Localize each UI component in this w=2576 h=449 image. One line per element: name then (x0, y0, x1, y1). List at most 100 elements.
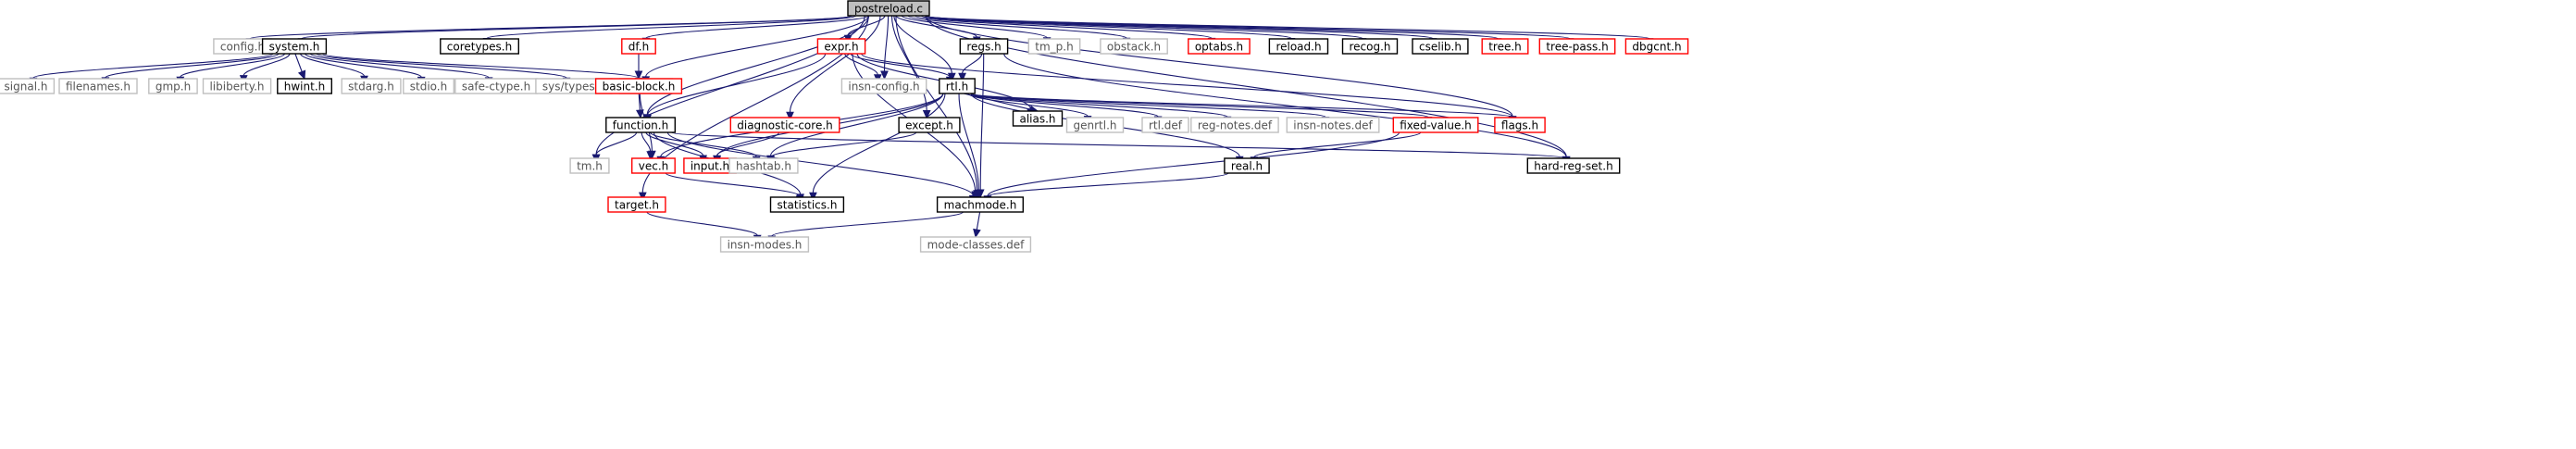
node-box (594, 78, 683, 94)
node-box (1624, 38, 1689, 55)
node-vec[interactable]: vec.h (631, 157, 676, 174)
edge-line (665, 172, 801, 197)
edge-line (670, 131, 1567, 159)
edge-line (645, 131, 704, 156)
node-basicblock[interactable]: basic-block.h (594, 78, 683, 94)
node-box (1538, 38, 1616, 55)
node-input[interactable]: input.h (683, 157, 737, 174)
node-libiberty: libiberty.h (202, 78, 272, 94)
node-label: signal.h (5, 81, 48, 94)
node-hashtab: hashtab.h (728, 157, 799, 174)
node-box (1190, 117, 1279, 133)
node-box (148, 78, 198, 94)
node-hardregset[interactable]: hard-reg-set.h (1526, 157, 1621, 174)
node-target[interactable]: target.h (607, 196, 666, 213)
edge-line (646, 211, 758, 236)
node-config: config.h (213, 38, 272, 55)
node-cselib[interactable]: cselib.h (1412, 38, 1469, 55)
node-except[interactable]: except.h (898, 117, 961, 133)
node-label: safe-ctype.h (462, 81, 530, 94)
node-modeclasses: mode-classes.def (919, 236, 1032, 253)
node-label: expr.h (824, 41, 858, 54)
edge-line (850, 53, 951, 78)
edge-function-to-tm (591, 131, 638, 164)
edge-line (300, 53, 366, 77)
node-box (403, 78, 454, 94)
node-box (1341, 38, 1399, 55)
node-recog[interactable]: recog.h (1341, 38, 1399, 55)
node-label: libiberty.h (209, 81, 264, 94)
edge-postreload-to-function (642, 15, 870, 123)
node-box (898, 117, 961, 133)
node-insnconfig: insn-config.h (840, 78, 927, 94)
node-fixedvalue[interactable]: fixed-value.h (1392, 117, 1479, 133)
edge-line (890, 15, 927, 111)
edge-line (861, 53, 1513, 118)
node-label: optabs.h (1195, 41, 1243, 54)
edge-line (925, 15, 1650, 40)
edge-line (638, 93, 641, 111)
node-box (1100, 38, 1168, 55)
node-label: tm.h (577, 160, 603, 173)
node-label: hard-reg-set.h (1534, 160, 1612, 173)
node-rtl[interactable]: rtl.h (939, 78, 976, 94)
arrowhead (646, 151, 655, 160)
node-reload[interactable]: reload.h (1268, 38, 1329, 55)
node-label: stdarg.h (348, 81, 394, 94)
node-label: target.h (615, 199, 659, 212)
node-coretypes[interactable]: coretypes.h (440, 38, 519, 55)
edge-line (925, 15, 1513, 117)
node-df[interactable]: df.h (621, 38, 656, 55)
edge-line (883, 15, 890, 72)
edge-line (243, 53, 291, 76)
node-label: insn-config.h (848, 81, 919, 94)
node-safectype: safe-ctype.h (454, 78, 538, 94)
node-box (939, 78, 976, 94)
node-box (1268, 38, 1329, 55)
edge-rtl-to-statistics (809, 93, 946, 202)
node-box (1526, 157, 1621, 174)
edge-line (645, 15, 869, 78)
node-box (840, 78, 927, 94)
node-machmode[interactable]: machmode.h (936, 196, 1024, 213)
arrowhead (975, 189, 983, 199)
node-box (261, 38, 328, 55)
node-gmp: gmp.h (148, 78, 198, 94)
node-label: diagnostic-core.h (737, 119, 833, 132)
node-diagcore[interactable]: diagnostic-core.h (729, 117, 840, 133)
edge-line (770, 131, 917, 158)
edge-df-to-basicblock (634, 54, 643, 81)
node-label: basic-block.h (603, 81, 676, 94)
node-dbgcnt[interactable]: dbgcnt.h (1624, 38, 1689, 55)
node-tree[interactable]: tree.h (1481, 38, 1529, 55)
edge-line (180, 53, 286, 78)
node-flags[interactable]: flags.h (1494, 117, 1546, 133)
node-expr[interactable]: expr.h (816, 38, 866, 55)
node-optabs[interactable]: optabs.h (1188, 38, 1251, 55)
edge-line (844, 53, 878, 75)
arrowhead (786, 111, 794, 121)
node-real[interactable]: real.h (1224, 157, 1270, 174)
node-function[interactable]: function.h (605, 117, 676, 133)
arrowhead (922, 110, 931, 119)
edge-postreload-to-hardregset (925, 15, 1571, 166)
node-box (277, 78, 332, 94)
node-treepass[interactable]: tree-pass.h (1538, 38, 1616, 55)
node-label: fixed-value.h (1400, 119, 1472, 132)
node-system[interactable]: system.h (261, 38, 328, 55)
edge-line (962, 53, 983, 74)
edge-line (925, 15, 1434, 40)
edge-line (901, 15, 1048, 39)
node-box (919, 236, 1032, 253)
node-regs[interactable]: regs.h (959, 38, 1009, 55)
node-hwint[interactable]: hwint.h (277, 78, 332, 94)
node-postreload[interactable]: postreload.c (847, 0, 930, 17)
node-label: rtl.def (1149, 119, 1183, 132)
edge-line (915, 15, 1213, 39)
node-filenames: filenames.h (58, 78, 138, 94)
node-alias[interactable]: alias.h (1012, 110, 1064, 127)
edge-line (316, 53, 567, 79)
node-label: rtl.h (946, 81, 968, 94)
node-statistics[interactable]: statistics.h (769, 196, 845, 213)
